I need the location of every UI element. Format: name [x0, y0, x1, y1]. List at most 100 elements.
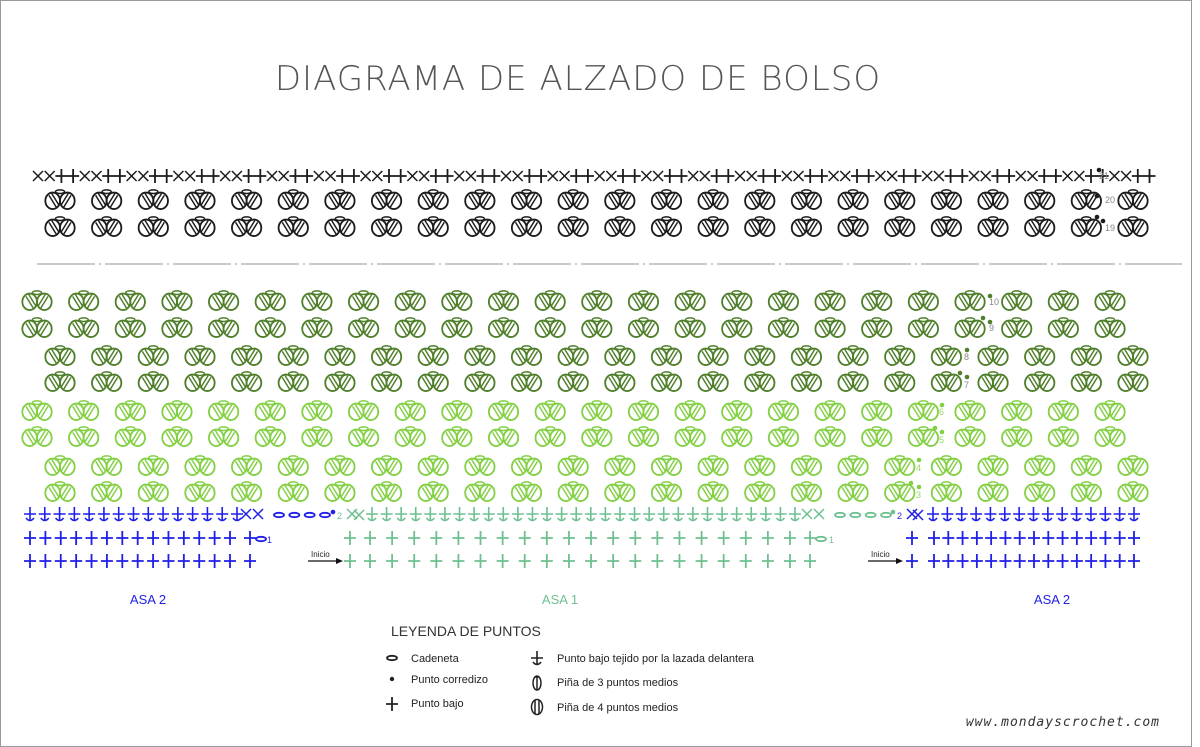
slip-stitch-icon [1100, 218, 1106, 224]
pineapple-pair-icon [861, 399, 893, 422]
pineapple-pair-icon [277, 480, 309, 503]
single-crochet-icon [534, 168, 548, 184]
single-crochet-icon [113, 168, 127, 184]
single-crochet-icon [159, 168, 174, 184]
single-crochet-icon [941, 530, 956, 546]
single-crochet-icon [407, 553, 422, 569]
pineapple-pair-icon [441, 289, 473, 312]
front-loop-sc-icon [423, 506, 438, 522]
pineapple-pair-icon [930, 344, 963, 367]
pineapple-pair-icon [68, 316, 100, 339]
chain-icon [849, 511, 862, 519]
front-loop-sc-icon [656, 506, 671, 522]
single-crochet-icon [943, 168, 958, 184]
row-number-2-left: 2 [337, 511, 342, 521]
crossed-stitch-icon [558, 170, 571, 182]
pineapple-pair-icon [510, 344, 543, 367]
single-crochet-icon [223, 530, 237, 546]
pineapple-pair-icon [487, 316, 520, 339]
pineapple-pair-icon [510, 480, 543, 503]
crossed-stitch-icon [418, 170, 430, 182]
front-loop-sc-icon [394, 506, 408, 522]
row-number-3: 3 [916, 490, 921, 500]
crossed-stitch-icon [1108, 170, 1121, 182]
single-crochet-icon [23, 553, 37, 569]
single-crochet-icon [23, 530, 37, 546]
pineapple-pair-icon [557, 344, 589, 367]
single-crochet-icon [115, 553, 130, 569]
pineapple-pair-icon [767, 316, 800, 339]
pineapple-pair-icon [1094, 316, 1126, 339]
single-crochet-icon [176, 553, 191, 569]
front-loop-sc-icon [1084, 506, 1098, 522]
crossed-stitch-icon [640, 170, 653, 182]
pineapple-pair-icon [650, 188, 683, 211]
crossed-stitch-icon [172, 170, 185, 182]
website-watermark: www.mondayscrochet.com [966, 715, 1160, 730]
handle-label-left: ASA 2 [130, 592, 166, 607]
front-loop-sc-icon [1069, 506, 1084, 522]
single-crochet-icon [451, 530, 466, 546]
page-title: DIAGRAMA DE ALZADO DE BOLSO [275, 59, 881, 99]
single-crochet-icon [1127, 553, 1141, 569]
pineapple-pair-icon [837, 454, 869, 477]
single-crochet-icon [517, 553, 532, 569]
pineapple-pair-icon [604, 344, 636, 367]
pineapple-pair-icon [184, 215, 216, 238]
front-loop-sc-icon [715, 506, 729, 522]
single-crochet-icon [861, 168, 876, 184]
single-crochet-icon [539, 530, 554, 546]
pineapple-pair-icon [837, 480, 869, 503]
single-crochet-icon [969, 530, 984, 546]
pineapple-pair-icon [230, 454, 263, 477]
legend-label: Cadeneta [411, 653, 460, 665]
pineapple-pair-icon [930, 188, 963, 211]
row-number-2-right: 2 [897, 511, 902, 521]
single-crochet-icon [100, 553, 114, 569]
pineapple-pair-icon [184, 454, 216, 477]
pineapple-pair-icon [884, 344, 916, 367]
single-crochet-icon [84, 553, 99, 569]
pineapple-pair-icon [114, 289, 146, 312]
pineapple-pair-icon [207, 289, 240, 312]
crossed-stitch-icon [371, 170, 384, 182]
pineapple-pair-icon [884, 370, 916, 393]
crossed-stitch-icon [453, 170, 465, 182]
front-loop-sc-icon [969, 506, 983, 522]
pineapple-pair-icon [954, 425, 986, 448]
pineapple-pair-icon [767, 289, 800, 312]
pineapple-pair-icon [674, 289, 706, 312]
single-crochet-icon [194, 168, 209, 184]
pineapple-pair-icon [417, 480, 449, 503]
pineapple-pair-icon [954, 289, 986, 312]
pineapple-pair-icon [91, 454, 123, 477]
front-loop-sc-icon [82, 506, 96, 522]
crossed-stitch-icon [605, 170, 618, 182]
single-crochet-icon [473, 530, 488, 546]
pineapple-pair-icon [790, 188, 823, 211]
front-loop-sc-icon [156, 506, 170, 522]
single-crochet-icon [54, 168, 69, 184]
crossed-stitch-icon [90, 170, 103, 182]
pineapple-pair-icon [721, 316, 753, 339]
crossed-stitch-icon [968, 170, 980, 182]
single-crochet-icon [115, 530, 130, 546]
pineapple-pair-icon [1024, 454, 1056, 477]
pineapple-pair-icon [930, 370, 963, 393]
slip-stitch-icon [964, 374, 970, 380]
crossed-stitch-icon [839, 170, 852, 182]
single-crochet-icon [429, 553, 444, 569]
pineapple-pair-icon [1070, 480, 1102, 503]
single-crochet-icon [721, 168, 736, 184]
crossed-stitch-icon [813, 508, 825, 520]
single-crochet-icon [475, 168, 490, 184]
pineapple-pair-icon [977, 454, 1009, 477]
start-label: Inicio [871, 550, 890, 559]
pineapple-pair-icon [301, 316, 333, 339]
pineapple-pair-icon [21, 316, 53, 339]
front-loop-sc-icon [686, 506, 700, 522]
row-number-21: 21 [1099, 171, 1109, 181]
single-crochet-icon [38, 530, 53, 546]
row-number-1-right: 1 [829, 535, 834, 545]
single-crochet-icon [253, 168, 268, 184]
